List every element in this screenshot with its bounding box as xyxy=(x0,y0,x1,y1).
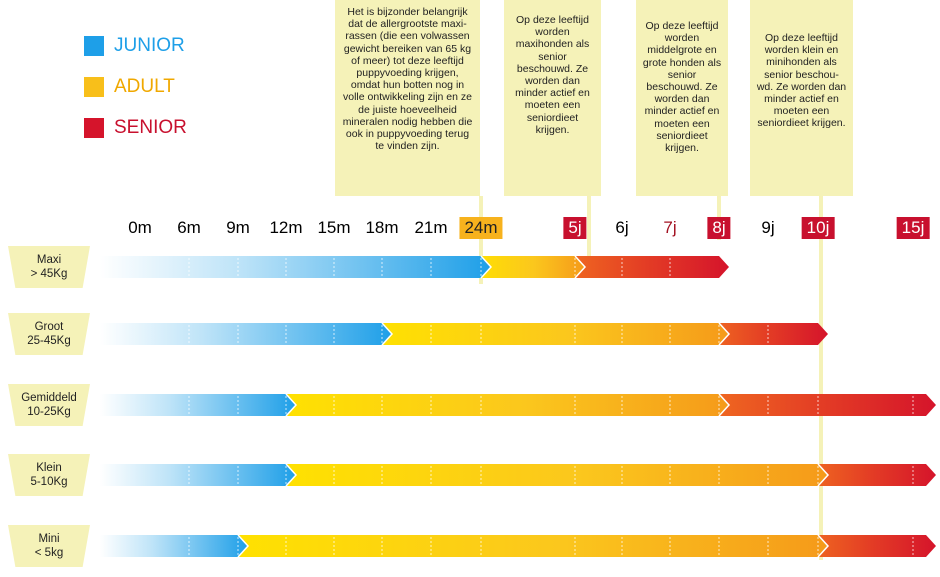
legend-item-adult: ADULT xyxy=(84,76,175,97)
bar-divider-groot-1 xyxy=(718,322,731,346)
bar-row-maxi xyxy=(100,255,729,279)
guide-line-10j xyxy=(819,196,823,560)
row-label-maxi: Maxi > 45Kg xyxy=(8,246,90,288)
note-24m: Het is bijzonder belangrijk dat de aller… xyxy=(335,0,480,196)
note-guide-lines xyxy=(479,196,823,560)
bar-divider-mini-1 xyxy=(817,534,830,558)
bar-adult-mini xyxy=(228,535,828,557)
tick-label-0m: 0m xyxy=(128,218,152,237)
tick-label-10j: 10j xyxy=(801,217,835,239)
bar-divider-mini-0 xyxy=(237,534,250,558)
bar-row-groot xyxy=(100,322,828,346)
guide-line-24m xyxy=(479,196,483,284)
bar-senior-klein xyxy=(808,464,936,486)
tick-label-21m: 21m xyxy=(414,218,448,237)
tick-label-6j: 6j xyxy=(615,218,629,237)
tick-label-7j: 7j xyxy=(663,218,677,237)
tick-label-12m: 12m xyxy=(269,218,303,237)
bar-row-klein xyxy=(100,463,936,487)
row-label-text-gemiddeld: Gemiddeld 10-25Kg xyxy=(21,392,77,418)
row-label-text-klein: Klein 5-10Kg xyxy=(30,462,68,488)
legend-label-junior: JUNIOR xyxy=(114,35,185,56)
bar-senior-gemiddeld xyxy=(709,394,936,416)
tick-label-24m: 24m xyxy=(459,217,503,239)
row-label-gemiddeld: Gemiddeld 10-25Kg xyxy=(8,384,90,426)
tick-label-6m: 6m xyxy=(177,218,201,237)
bar-divider-maxi-1 xyxy=(574,255,587,279)
legend-label-senior: SENIOR xyxy=(114,117,187,138)
bar-junior-klein xyxy=(100,464,296,486)
legend-label-adult: ADULT xyxy=(114,76,175,97)
note-10j: Op deze leeftijd worden klein en minihon… xyxy=(750,0,853,196)
bar-divider-gemiddeld-0 xyxy=(285,393,298,417)
bar-divider-klein-1 xyxy=(817,463,830,487)
bar-row-mini xyxy=(100,534,936,558)
row-label-text-groot: Groot 25-45Kg xyxy=(27,321,71,347)
row-label-text-maxi: Maxi > 45Kg xyxy=(30,254,68,280)
note-8j: Op deze leeftijd worden middelgrote en g… xyxy=(636,0,728,196)
bar-divider-groot-0 xyxy=(381,322,394,346)
bar-divider-maxi-0 xyxy=(480,255,493,279)
row-label-klein: Klein 5-10Kg xyxy=(8,454,90,496)
bar-senior-maxi xyxy=(565,256,729,278)
bar-adult-klein xyxy=(276,464,828,486)
bar-adult-gemiddeld xyxy=(276,394,729,416)
bar-adult-maxi xyxy=(471,256,585,278)
life-stage-bars xyxy=(100,255,936,558)
tick-label-15j: 15j xyxy=(896,217,930,239)
bar-senior-mini xyxy=(808,535,936,557)
bar-junior-mini xyxy=(100,535,248,557)
legend-swatch-adult xyxy=(84,77,104,97)
row-label-text-mini: Mini < 5kg xyxy=(34,533,64,559)
bar-junior-maxi xyxy=(100,256,491,278)
bar-junior-gemiddeld xyxy=(100,394,296,416)
tick-label-5j: 5j xyxy=(563,217,587,239)
legend-item-senior: SENIOR xyxy=(84,117,187,138)
legend-swatch-senior xyxy=(84,118,104,138)
tick-label-8j: 8j xyxy=(707,217,731,239)
legend-swatch-junior xyxy=(84,36,104,56)
bar-adult-groot xyxy=(372,323,729,345)
tick-label-18m: 18m xyxy=(365,218,399,237)
bar-divider-klein-0 xyxy=(285,463,298,487)
bar-divider-gemiddeld-1 xyxy=(718,393,731,417)
bar-row-gemiddeld xyxy=(100,393,936,417)
note-5j: Op deze leeftijd worden maxihonden als s… xyxy=(504,0,601,196)
tick-label-9j: 9j xyxy=(761,218,775,237)
row-label-groot: Groot 25-45Kg xyxy=(8,313,90,355)
bar-junior-groot xyxy=(100,323,392,345)
tick-label-9m: 9m xyxy=(226,218,250,237)
tick-label-15m: 15m xyxy=(317,218,351,237)
guide-line-5j xyxy=(587,196,591,256)
legend-item-junior: JUNIOR xyxy=(84,35,185,56)
row-label-mini: Mini < 5kg xyxy=(8,525,90,567)
